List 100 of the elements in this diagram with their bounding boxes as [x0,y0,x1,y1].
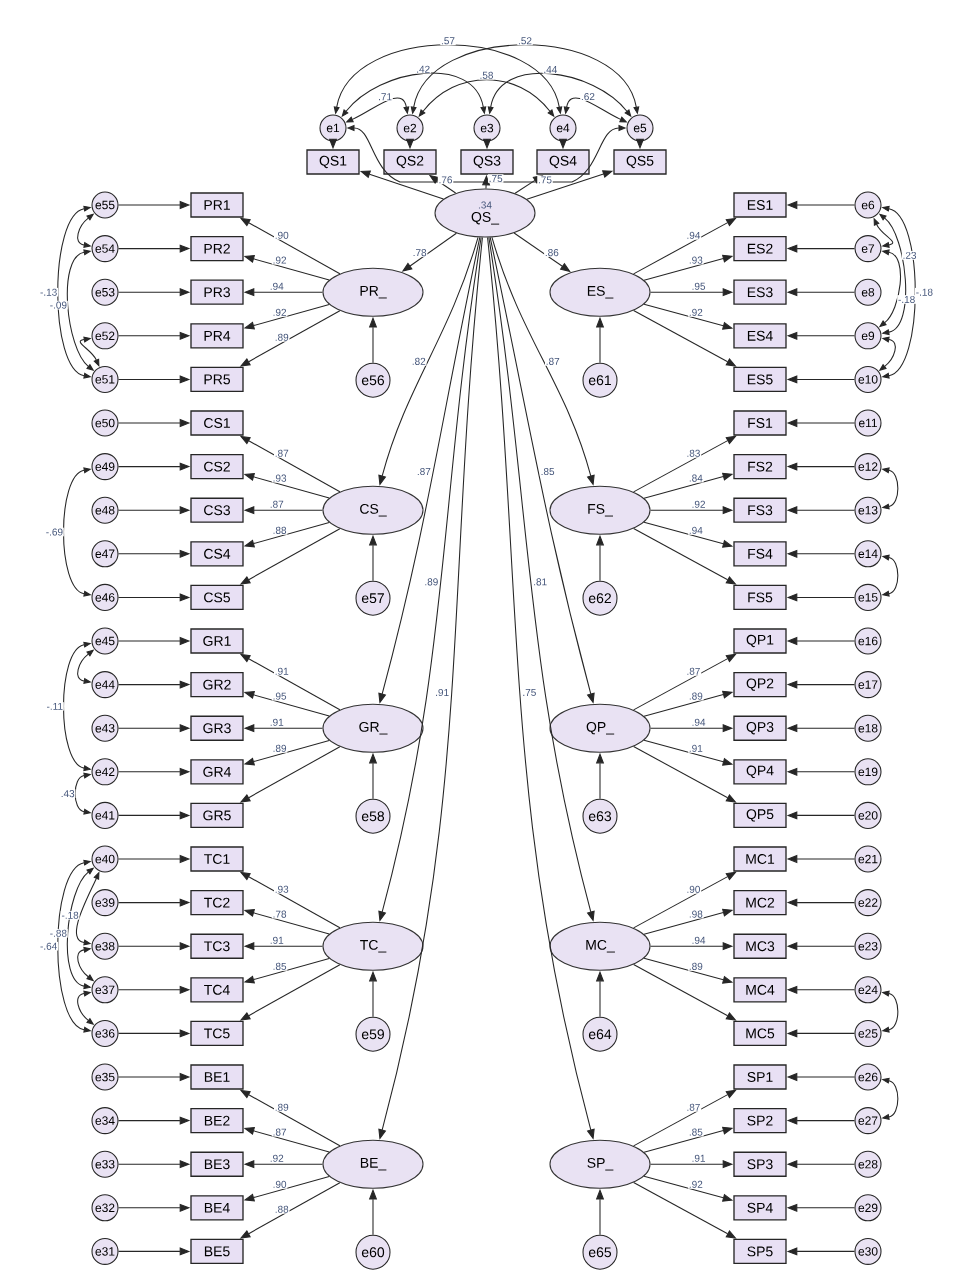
edge-label: .57 [440,36,456,46]
edge-label: -.18 [897,295,917,304]
indicator-box: MC3 [733,933,787,959]
indicator-box: SP1 [733,1064,787,1090]
edge-label: .94 [688,526,704,535]
edge-label: .75 [487,174,504,183]
edge-label: .89 [274,1102,290,1112]
edge-label: .88 [274,1204,290,1214]
edge-label: .95 [690,281,707,291]
edge-label: .93 [688,255,704,265]
edge-label: .91 [269,935,285,945]
edge-label: .91 [690,1153,707,1163]
indicator-box: QS2 [383,149,437,175]
indicator-box: ES3 [733,279,787,305]
indicator-box: TC5 [190,1020,244,1047]
edge-label: .90 [271,1180,288,1189]
edge-label: .52 [517,36,533,46]
edge-label: .94 [269,281,285,291]
indicator-box: ES5 [733,366,787,393]
edge-label: .92 [269,1153,285,1163]
edge-label: .91 [274,666,290,676]
edge-label: .87 [269,499,285,509]
indicator-box: FS2 [733,453,787,480]
edge-label: .82 [411,357,427,366]
edge-label: .75 [521,688,538,697]
edge-label: .87 [685,1103,702,1112]
indicator-box: TC1 [190,846,244,872]
edge-label: .92 [688,1180,704,1189]
indicator-box: QS1 [306,149,360,175]
indicator-box: QS5 [613,149,667,175]
indicator-box: TC3 [190,933,244,959]
edge-label: .23 [901,251,918,260]
indicator-box: CS3 [190,497,244,523]
indicator-box: ES4 [733,323,787,349]
edge-label: -.64 [39,941,59,951]
edge-label: .81 [532,577,548,587]
edge-label: .94 [690,717,707,727]
edge-label: .42 [415,64,431,74]
edge-label: .84 [688,473,704,483]
edge-label: .98 [688,909,704,919]
edge-label: -.13 [39,287,59,297]
indicator-box: CS1 [190,410,244,436]
edge-label: .75 [537,175,553,185]
edge-label: .78 [411,248,428,257]
edge-label: .95 [271,691,288,701]
indicator-box: FS3 [733,497,787,523]
indicator-box: SP3 [733,1151,787,1177]
edge-label: .89 [688,962,704,971]
indicator-box: MC5 [733,1020,787,1047]
indicator-box: CS4 [190,541,244,567]
indicator-box: QP2 [733,671,787,698]
indicator-box: GR5 [190,802,244,829]
indicator-box: QS3 [460,149,514,175]
indicator-box: FS4 [733,541,787,567]
edge-label: .89 [688,691,704,701]
indicator-box: BE5 [190,1238,244,1265]
indicator-box: PR3 [190,279,244,305]
indicator-box: PR2 [190,235,244,262]
indicator-box: QP1 [733,628,787,654]
edge-label: .94 [690,935,707,945]
indicator-box: PR1 [190,192,244,218]
edge-label: .88 [271,526,288,535]
indicator-box: SP4 [733,1195,787,1221]
edge-label: .89 [271,744,288,753]
indicator-box: PR4 [190,323,244,349]
edge-label: .85 [539,467,556,476]
edge-label: .44 [542,65,559,74]
edge-label: -.09 [48,300,68,310]
edge-label: .87 [416,467,432,476]
indicator-box: QS4 [536,149,590,175]
indicator-box: GR1 [190,628,244,654]
covariance-arrow [79,336,100,367]
indicator-box: TC2 [190,889,244,916]
indicator-box: GR3 [190,715,244,741]
indicator-box: GR2 [190,671,244,698]
edge-label: .93 [274,884,290,894]
edge-label: .86 [544,248,560,257]
indicator-box: BE3 [190,1151,244,1177]
edge-label: .89 [274,332,290,342]
edge-label: .92 [690,499,707,509]
edge-label: .93 [271,473,288,483]
edge-label: .91 [434,688,450,697]
indicator-box: GR4 [190,759,244,785]
indicator-box: QP5 [733,802,787,829]
indicator-box: BE4 [190,1195,244,1221]
edge-label: .94 [685,231,702,240]
indicator-box: QP3 [733,715,787,741]
edge-label: .89 [423,577,440,587]
edge-label: -.18 [60,910,80,920]
edge-label: -.69 [45,527,64,537]
indicator-box: MC4 [733,977,787,1003]
edge-label: -.88 [48,928,68,938]
edge-label: .83 [685,449,702,458]
edge-label: .91 [688,744,704,753]
edge-label: .87 [545,357,561,366]
edge-label: .87 [274,448,290,458]
edge-label: .78 [271,909,288,919]
edge-label: .92 [688,308,704,317]
indicator-box: SP5 [733,1238,787,1265]
edge-label: .62 [580,92,596,101]
